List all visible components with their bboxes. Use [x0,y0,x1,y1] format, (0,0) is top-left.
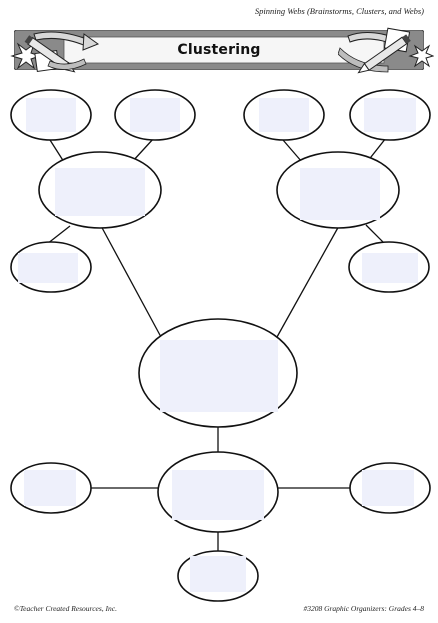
writing-box [160,340,278,412]
writing-box [55,168,145,216]
pencil-paper-arrow-icon [338,27,434,74]
pencil-paper-arrow-icon [10,31,100,73]
writing-box [190,556,246,592]
writing-box [300,168,380,220]
writing-box [259,98,309,132]
writing-box [18,253,78,283]
writing-box [364,98,416,132]
footer-copyright: ©Teacher Created Resources, Inc. [14,604,117,613]
writing-box [362,253,418,283]
connector-line [131,137,155,163]
writing-box [26,98,76,132]
footer-book-info: #3208 Graphic Organizers: Grades 4–8 [303,604,424,613]
connector-line [46,225,71,245]
connector-line [99,223,162,338]
title-banner [14,30,424,70]
connector-line [276,223,341,338]
running-head: Spinning Webs (Brainstorms, Clusters, an… [254,6,424,16]
page-title: Clustering [177,42,261,58]
connector-line [282,139,303,163]
writing-box [24,470,76,506]
writing-box [172,470,264,520]
writing-box [362,470,414,506]
connector-line [49,139,65,163]
writing-box [130,98,180,132]
